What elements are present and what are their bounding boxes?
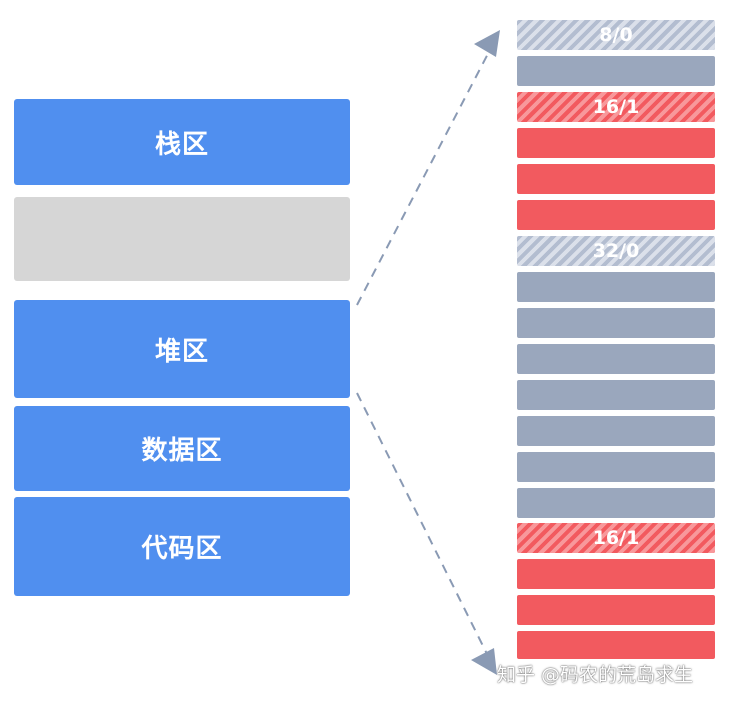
segment-data-label: 数据区: [141, 436, 223, 466]
heap-block-3-word: [517, 416, 715, 446]
heap-block-2-word: [517, 128, 715, 158]
segment-heap-label: 堆区: [154, 336, 209, 367]
heap-block-1-word: [517, 56, 715, 86]
heap-block-3-word: [517, 308, 715, 338]
heap-block-3-word: [517, 380, 715, 410]
watermark: 知乎 @码农的荒岛求生: [497, 664, 694, 686]
segment-stack-label: 栈区: [154, 129, 209, 160]
segment-free-gap: [14, 197, 350, 281]
segment-stack: 栈区: [14, 99, 350, 185]
heap-block-3-word: [517, 488, 715, 518]
heap-block-4-word: [517, 631, 715, 659]
heap-block-3-header: 32/0: [517, 236, 715, 266]
heap-block-2-word: [517, 164, 715, 194]
heap-block-1-header-label: 8/0: [599, 24, 633, 46]
heap-block-3-header-label: 32/0: [592, 240, 640, 262]
heap-block-2-header-label: 16/1: [592, 96, 640, 118]
segment-data: 数据区: [14, 406, 350, 491]
heap-block-2-header: 16/1: [517, 92, 715, 122]
heap-block-4-word: [517, 559, 715, 589]
heap-block-3-word: [517, 452, 715, 482]
zoom-line-bottom: [356, 392, 489, 657]
segment-heap: 堆区: [14, 300, 350, 398]
arrow-head-top: [474, 30, 500, 57]
heap-block-1-header: 8/0: [517, 20, 715, 50]
arrow-head-bottom: [471, 648, 497, 675]
heap-block-3-word: [517, 344, 715, 374]
heap-block-4-header-label: 16/1: [592, 527, 640, 549]
segment-code-label: 代码区: [141, 534, 223, 564]
zoom-line-top: [356, 45, 493, 306]
heap-block-3-word: [517, 272, 715, 302]
heap-block-4-header: 16/1: [517, 523, 715, 553]
heap-block-4-word: [517, 595, 715, 625]
heap-block-2-word: [517, 200, 715, 230]
segment-code: 代码区: [14, 497, 350, 596]
